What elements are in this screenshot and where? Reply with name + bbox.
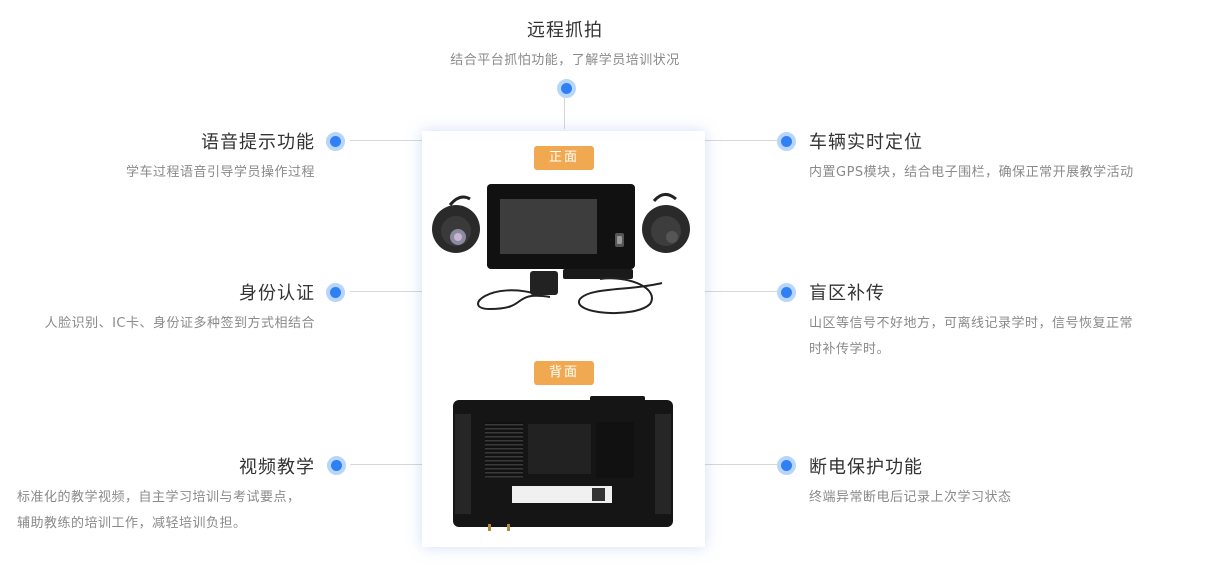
vent-left [485,422,523,478]
connector-line [350,464,422,465]
vent-slat [485,432,523,434]
back-label-badge: 背面 [534,361,594,385]
vent-slat [485,428,523,430]
connector-line [350,291,422,292]
desc-line: 山区等信号不好地方，可离线记录学时，信号恢复正常 [809,316,1134,331]
4g-antenna-icon [563,269,663,314]
desc-line: 时补传学时。 [809,342,891,357]
vent-slat [485,444,523,446]
desc-line: 辅助教练的培训工作，减轻培训负担。 [17,516,247,531]
feature-dot-icon [327,456,346,475]
vent-slat [485,452,523,454]
connector-line [705,464,777,465]
feature-dot-icon [326,283,345,302]
vent-slat [485,456,523,458]
front-label-badge: 正面 [534,146,594,170]
feature-dot-icon [557,79,576,98]
camera-right-icon [642,193,690,253]
device-back-image [453,396,673,531]
feature-title-blind-zone-upload: 盲区补传 [809,283,885,304]
feature-desc-blind-zone-upload: 山区等信号不好地方，可离线记录学时，信号恢复正常 时补传学时。 [809,311,1189,363]
connector-line [350,140,422,141]
desc-line: 标准化的教学视频，自主学习培训与考试要点， [17,490,301,505]
feature-title-video-teaching: 视频教学 [239,457,315,478]
feature-title-remote-capture: 远程抓拍 [527,20,603,41]
vent-slat [485,440,523,442]
feature-title-power-protection: 断电保护功能 [809,457,923,478]
feature-dot-icon [777,283,796,302]
feature-dot-icon [777,132,796,151]
vent-slat [485,476,523,478]
feature-desc-power-protection: 终端异常断电后记录上次学习状态 [809,490,1012,505]
gps-antenna-icon [477,271,558,311]
vent-slat [485,472,523,474]
feature-title-realtime-location: 车辆实时定位 [809,132,923,153]
feature-desc-realtime-location: 内置GPS模块，结合电子围栏，确保正常开展教学活动 [809,165,1134,180]
vent-slat [485,468,523,470]
feature-desc-remote-capture: 结合平台抓怕功能，了解学员培训状况 [450,53,680,68]
feature-desc-voice-prompt: 学车过程语音引导学员操作过程 [125,165,315,180]
feature-dot-icon [777,456,796,475]
vent-slat [485,464,523,466]
vent-slat [485,436,523,438]
product-card: 正面 [422,131,705,547]
qr-code-icon [592,488,605,501]
tablet-terminal-icon [487,184,635,269]
feature-title-voice-prompt: 语音提示功能 [201,132,315,153]
vent-slat [485,448,523,450]
feature-title-identity-auth: 身份认证 [239,283,315,304]
vent-slat [485,424,523,426]
feature-desc-identity-auth: 人脸识别、IC卡、身份证多种签到方式相结合 [44,316,315,331]
device-label-sticker [512,486,612,503]
feature-dot-icon [326,132,345,151]
connector-line [564,97,565,129]
connector-line [705,140,777,141]
feature-desc-video-teaching: 标准化的教学视频，自主学习培训与考试要点， 辅助教练的培训工作，减轻培训负担。 [17,485,327,537]
camera-left-icon [432,195,480,253]
vent-slat [485,460,523,462]
connector-line [705,291,777,292]
device-front-image [432,184,690,314]
